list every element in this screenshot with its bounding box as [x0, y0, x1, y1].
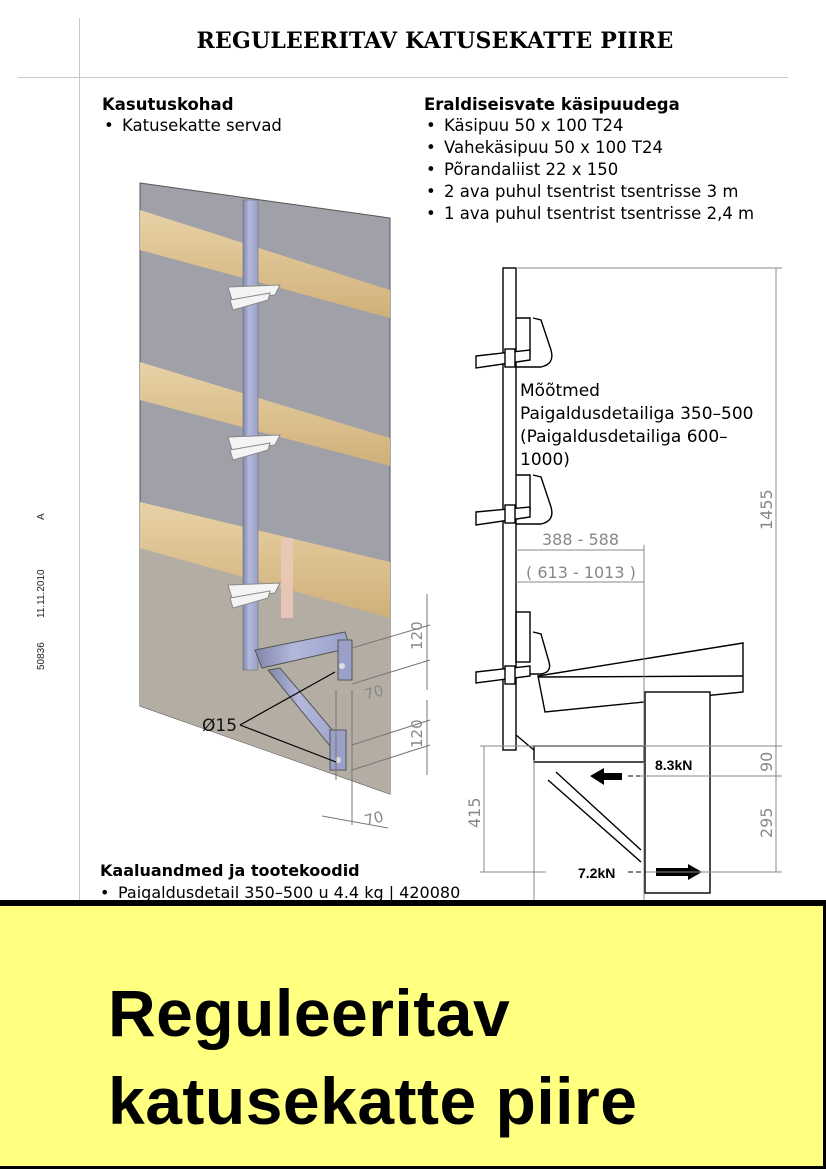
- force-arrow-left: [590, 768, 622, 785]
- dimensions-note: Mõõtmed Paigaldusdetailiga 350–500 (Paig…: [520, 380, 754, 472]
- handrail-item: 2 ava puhul tsentrist tsentrisse 3 m: [424, 181, 754, 203]
- weight-item: Paigaldusdetail 350–500 u 4.4 kg | 42008…: [100, 882, 460, 904]
- anchor-hole: [339, 663, 345, 669]
- reach-long-dim: ( 613 - 1013 ): [526, 563, 636, 582]
- bracket-height-dim: 415: [465, 797, 484, 828]
- anchor-spacing-dim: 295: [757, 807, 776, 838]
- top-offset-dim: 90: [757, 752, 776, 772]
- technical-drawing: 8.3kN 7.2kN 1455 388 - 588 ( 613 - 1013 …: [465, 267, 782, 900]
- render-dimension-lines: [321, 594, 431, 829]
- hole-diameter-label: Ø15: [202, 716, 237, 736]
- drawing-dimension-lines: [480, 267, 782, 900]
- usage-heading: Kasutuskohad: [102, 95, 234, 114]
- rail-clamps: [227, 284, 281, 609]
- banner-line-1: Reguleeritav: [108, 976, 511, 1050]
- lower-vertical-dim: 120: [408, 719, 426, 748]
- usage-section: Kasutuskohad Katusekatte servad: [102, 94, 282, 137]
- handrail-item: 1 ava puhul tsentrist tsentrisse 2,4 m: [424, 203, 754, 225]
- weights-section: Kaaluandmed ja tootekoodid Paigaldusdeta…: [100, 860, 460, 904]
- dimensions-note-line: Mõõtmed: [520, 381, 600, 401]
- mid-rail-board: [140, 362, 390, 466]
- total-height-dim: 1455: [757, 489, 776, 530]
- product-render: Ø15 120 70 120 70: [139, 182, 431, 830]
- handrail-item: Põrandaliist 22 x 150: [424, 159, 754, 181]
- bracket-upper-plate: [337, 639, 353, 681]
- handrail-item: Käsipuu 50 x 100 T24: [424, 115, 754, 137]
- dimensions-note-line: (Paigaldusdetailiga 600–: [520, 427, 728, 447]
- diameter-leaders: [239, 671, 337, 763]
- margin-vertical-rule: [79, 18, 80, 903]
- toe-board: [140, 502, 390, 618]
- post: [242, 199, 259, 671]
- document-title: REGULEERITAV KATUSEKATTE PIIRE: [196, 28, 674, 54]
- force-upper-label: 8.3kN: [655, 757, 692, 773]
- weights-heading: Kaaluandmed ja tootekoodid: [100, 861, 360, 880]
- usage-item: Katusekatte servad: [102, 115, 282, 137]
- handrail-item: Vahekäsipuu 50 x 100 T24: [424, 137, 754, 159]
- reach-short-dim: 388 - 588: [542, 530, 619, 549]
- drawing-outline: [475, 267, 744, 894]
- upper-vertical-dim: 120: [408, 621, 426, 650]
- dimensions-note-line: Paigaldusdetailiga 350–500: [520, 404, 754, 424]
- bracket-lower-plate: [329, 729, 347, 771]
- toe-board-block: [281, 538, 293, 618]
- lower-horizontal-dim: 70: [362, 808, 385, 830]
- header-rule: [18, 77, 788, 78]
- handrails-section: Eraldiseisvate käsipuudega Käsipuu 50 x …: [424, 94, 754, 225]
- title-banner: Reguleeritav katusekatte piire: [0, 900, 826, 1169]
- handrail-board: [140, 210, 390, 318]
- dimensions-note-line: 1000): [520, 450, 570, 470]
- upper-horizontal-dim: 70: [362, 682, 385, 704]
- handrails-heading: Eraldiseisvate käsipuudega: [424, 95, 680, 114]
- force-lower-label: 7.2kN: [578, 865, 615, 881]
- banner-line-2: katusekatte piire: [108, 1064, 638, 1138]
